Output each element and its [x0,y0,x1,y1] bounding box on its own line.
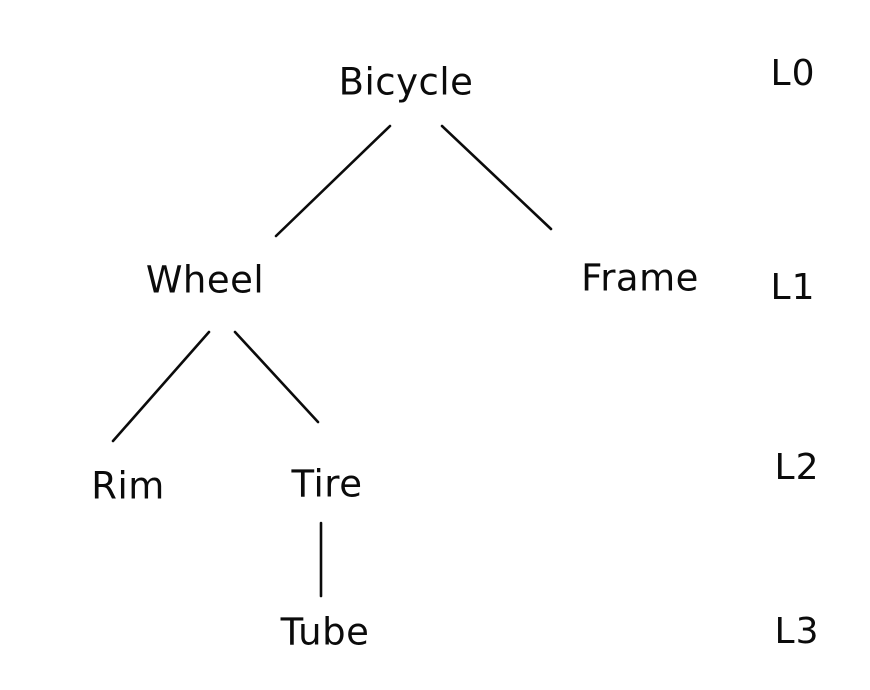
tree-edge-bicycle-to-wheel [274,124,392,238]
level-label-l1: L1 [770,267,816,308]
node-tire[interactable]: Tire [291,462,363,506]
node-bicycle[interactable]: Bicycle [338,60,474,104]
level-label-l0: L0 [770,53,816,94]
level-label-l3: L3 [774,611,820,652]
node-wheel[interactable]: Wheel [145,258,265,302]
tree-edge-wheel-to-rim [111,330,211,443]
tree-edge-bicycle-to-frame [440,124,553,231]
tree-edge-wheel-to-tire [233,330,320,424]
node-frame[interactable]: Frame [581,256,699,300]
node-tube[interactable]: Tube [280,610,370,654]
node-rim[interactable]: Rim [91,464,165,508]
level-label-l2: L2 [774,447,820,488]
